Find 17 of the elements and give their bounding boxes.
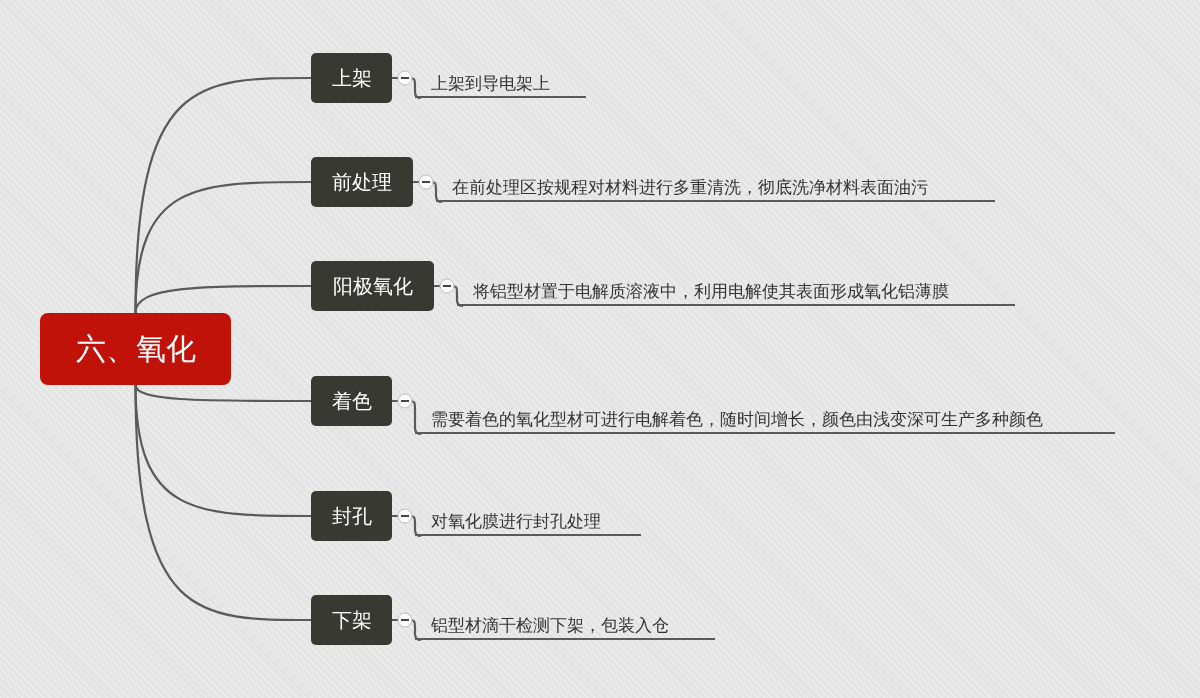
topic-box: 阳极氧化: [311, 261, 434, 311]
topic-box: 封孔: [311, 491, 392, 541]
connector-line: [392, 399, 422, 436]
note-text-label: 需要着色的氧化型材可进行电解着色，随时间增长，颜色由浅变深可生产多种颜色: [431, 408, 1043, 431]
note-text-label: 在前处理区按规程对材料进行多重清洗，彻底洗净材料表面油污: [452, 176, 928, 199]
note-text-label: 对氧化膜进行封孔处理: [431, 510, 601, 533]
topic-box: 着色: [311, 376, 392, 426]
note-text-label: 将铝型材置于电解质溶液中，利用电解使其表面形成氧化铝薄膜: [473, 280, 949, 303]
note-text-label: 铝型材滴干检测下架，包装入仓: [431, 614, 669, 637]
topic-box: 上架: [311, 53, 392, 103]
topic-box: 前处理: [311, 157, 413, 207]
connector-line: [134, 384, 311, 622]
topic-box: 下架: [311, 595, 392, 645]
central-topic-box: 六、氧化: [40, 313, 231, 385]
connector-line: [134, 284, 311, 314]
note-text-label: 上架到导电架上: [431, 72, 550, 95]
connector-line: [134, 180, 311, 314]
